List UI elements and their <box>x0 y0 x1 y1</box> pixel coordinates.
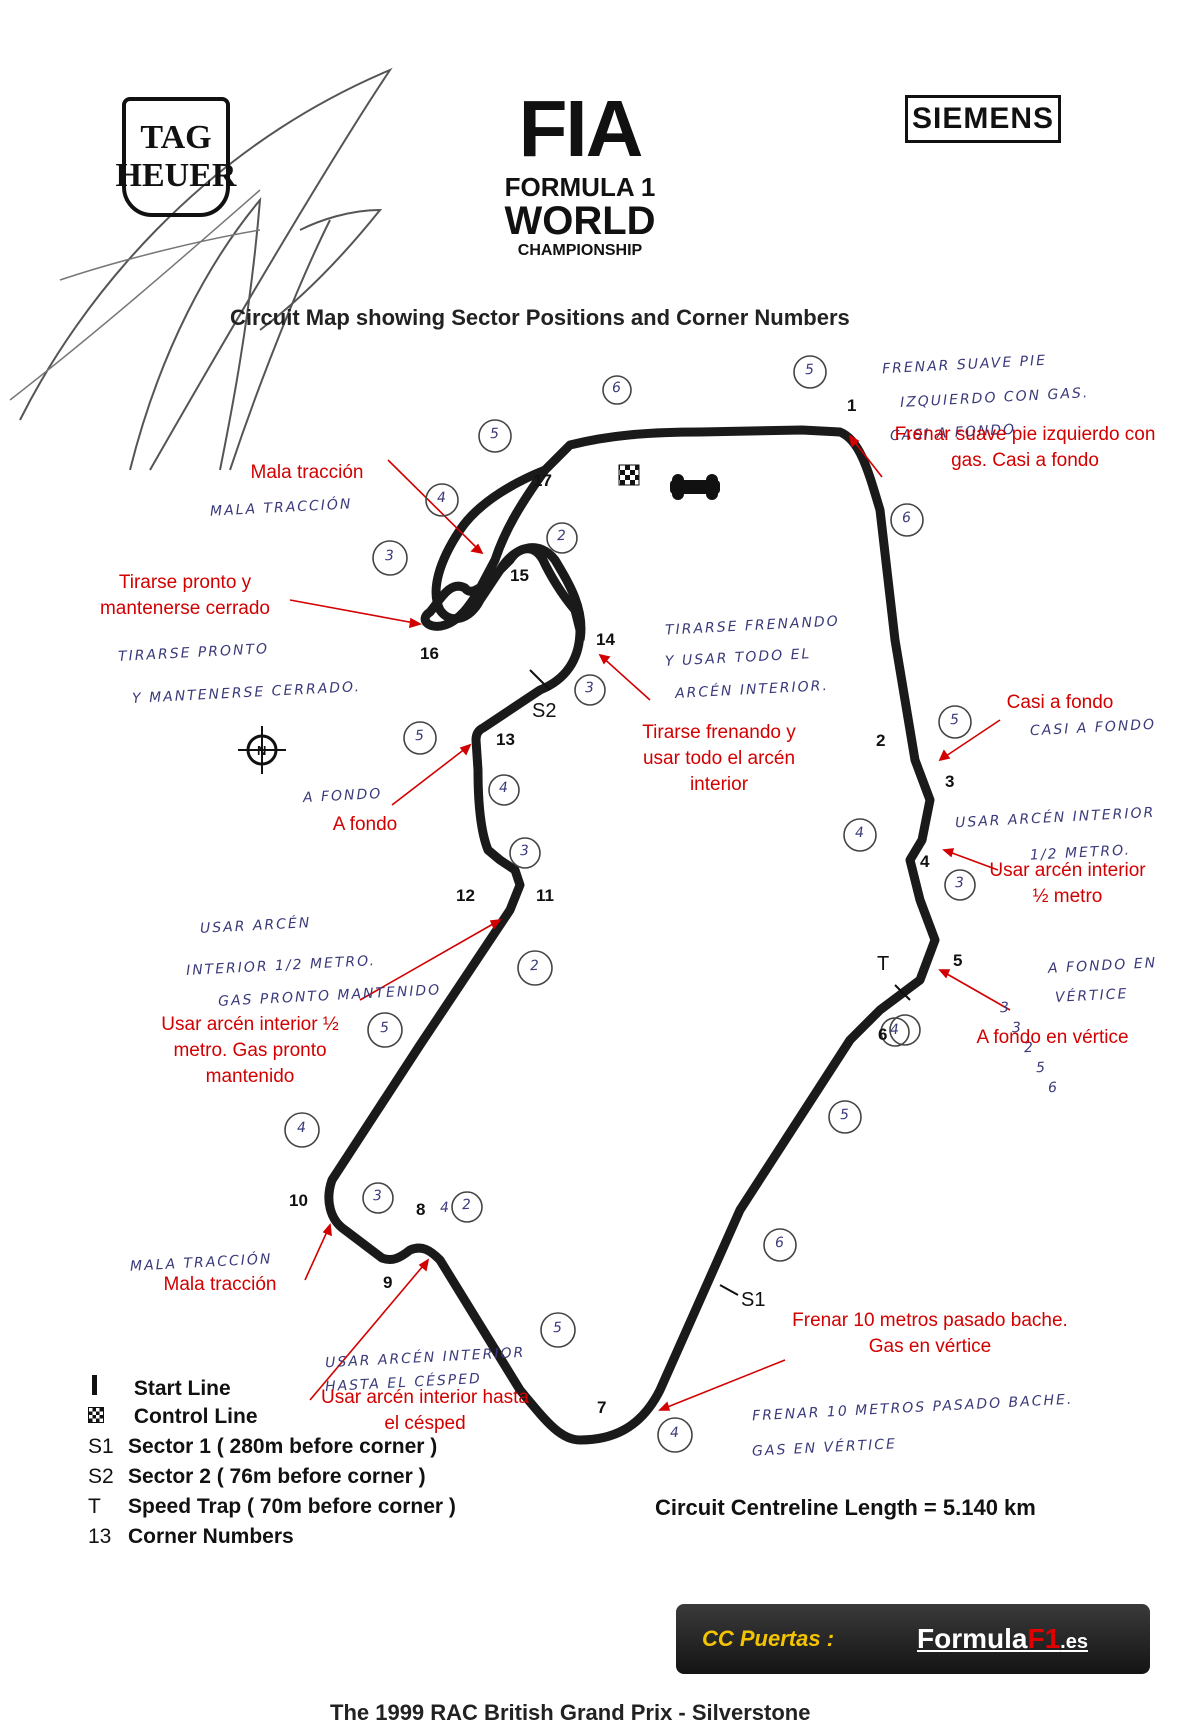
gear-circles <box>284 355 976 1453</box>
circuit-length: Circuit Centreline Length = 5.140 km <box>655 1495 1036 1520</box>
annotation-mala-traccion-bottom: Mala tracción <box>163 1274 277 1295</box>
annotation-mala-traccion-top: Mala tracción <box>250 462 364 483</box>
map-title: Circuit Map showing Sector Positions and… <box>230 305 850 330</box>
corner-1: 1 <box>847 396 857 415</box>
gear-number: 3 <box>384 547 397 565</box>
annotation-arrows <box>289 434 1011 1411</box>
sector-s1: S1 <box>741 1289 766 1311</box>
f1-car-icon <box>670 474 720 500</box>
north-compass-icon: N <box>238 726 286 774</box>
gear-number: 3 <box>999 999 1012 1017</box>
corner-2: 2 <box>876 731 886 750</box>
corner-8: 8 <box>416 1200 426 1219</box>
gear-number: 3 <box>954 874 967 892</box>
credit-label: CC Puertas : <box>702 1626 835 1651</box>
gear-number: 6 <box>901 509 914 527</box>
corner-14: 14 <box>596 630 615 649</box>
corner-7: 7 <box>597 1398 607 1417</box>
gear-number: 4 <box>889 1021 902 1039</box>
annotation-tirarse-pronto: Tirarse pronto y mantenerse cerrado <box>99 572 271 619</box>
gear-number: 5 <box>489 425 502 443</box>
gear-number: 3 <box>519 842 532 860</box>
footer-event-title: The 1999 RAC British Grand Prix - Silver… <box>330 1700 811 1725</box>
annotation-a-fondo: A fondo <box>332 814 398 835</box>
gear-number: 3 <box>584 679 597 697</box>
siemens-logo: SIEMENS <box>905 95 1061 143</box>
corner-15: 15 <box>510 566 529 585</box>
fia-f1-logo: FIA FORMULA 1 WORLD CHAMPIONSHIP <box>504 84 656 260</box>
tag-heuer-logo: TAG HEUER <box>116 97 236 217</box>
gear-number: 2 <box>556 527 569 545</box>
gear-number: 5 <box>379 1019 392 1037</box>
legend-control-line: Control Line <box>88 1405 258 1429</box>
annotation-gas-pronto-mantenido: Usar arcén interior ½ metro. Gas pronto … <box>161 1014 339 1087</box>
annotation-casi-a-fondo: Casi a fondo <box>1006 692 1114 713</box>
annotation-usar-arcen-medio-metro: Usar arcén interior ½ metro <box>989 860 1146 907</box>
circuit-north-loop <box>431 465 586 641</box>
gear-number: 2 <box>461 1196 474 1214</box>
annotation-frenar-10-metros: Frenar 10 metros pasado bache. Gas en vé… <box>792 1310 1068 1357</box>
corner-4: 4 <box>920 852 930 871</box>
corner-5: 5 <box>953 951 963 970</box>
legend-start-line: Start Line <box>88 1375 231 1401</box>
gear-number: 5 <box>839 1106 852 1124</box>
gear-number: 5 <box>949 711 962 729</box>
gear-number: 5 <box>552 1319 565 1337</box>
gear-number: 4 <box>669 1424 682 1442</box>
circuit-track <box>324 425 940 1445</box>
corner-11: 11 <box>536 886 554 905</box>
corner-3: 3 <box>945 772 955 791</box>
corner-10: 10 <box>289 1191 308 1210</box>
corner-6: 6 <box>878 1025 888 1044</box>
start-line-icon <box>88 1375 128 1401</box>
gear-number: 6 <box>1047 1079 1060 1097</box>
corner-17: 17 <box>533 471 552 490</box>
gear-number: 5 <box>414 727 427 745</box>
sector-s2: S2 <box>532 700 557 722</box>
checkered-flag-icon <box>618 464 640 486</box>
corner-13: 13 <box>496 730 515 749</box>
gear-number: 5 <box>1035 1059 1048 1077</box>
credit-badge: CC Puertas : FormulaF1.es <box>676 1604 1150 1674</box>
gear-number: 4 <box>436 489 449 507</box>
checkered-flag-icon <box>88 1407 104 1423</box>
gear-number: 4 <box>498 779 511 797</box>
corner-12: 12 <box>456 886 475 905</box>
gear-number: 3 <box>372 1187 385 1205</box>
gear-number: 6 <box>611 379 624 397</box>
gear-number: 5 <box>804 361 817 379</box>
gear-number: 4 <box>854 824 867 842</box>
corner-16: 16 <box>420 644 439 663</box>
corner-9: 9 <box>383 1273 393 1292</box>
gear-number: 4 <box>439 1199 452 1217</box>
gear-number: 4 <box>296 1119 309 1137</box>
speed-trap-t: T <box>877 953 890 975</box>
annotation-frenar-suave: Frenar suave pie izquierdo con gas. Casi… <box>894 424 1156 471</box>
svg-text:N: N <box>257 743 266 758</box>
annotation-tirarse-frenando: Tirarse frenando y usar todo el arcén in… <box>642 722 796 795</box>
annotation-a-fondo-vertice: A fondo en vértice <box>976 1027 1129 1048</box>
annotation-arcen-cesped: Usar arcén interior hasta el césped <box>320 1387 530 1434</box>
gear-number: 2 <box>529 957 542 975</box>
formulaf1-logo[interactable]: FormulaF1.es <box>917 1623 1088 1654</box>
gear-number: 6 <box>774 1234 787 1252</box>
